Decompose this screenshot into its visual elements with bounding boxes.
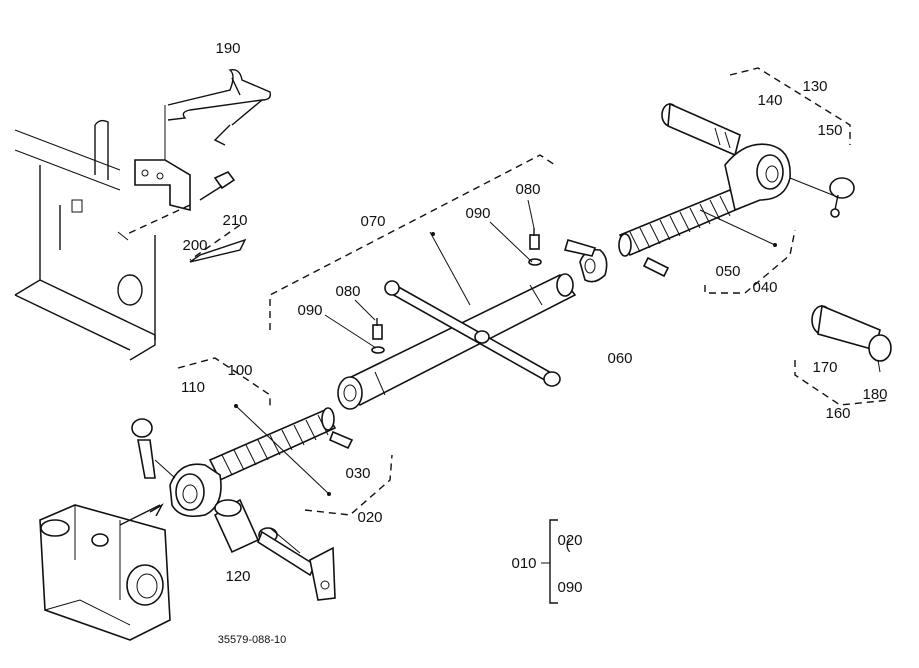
bracket-200 — [134, 105, 191, 212]
pin-050 — [642, 256, 670, 278]
turnbuckle-body-070 — [337, 273, 577, 410]
label-060: 060 — [607, 350, 632, 367]
key-bracket: ( — [541, 519, 571, 604]
group-020-bracket — [304, 454, 393, 516]
label-110: 110 — [181, 379, 205, 396]
label-070: 070 — [360, 213, 385, 230]
group-040-bracket — [704, 229, 796, 294]
group-160-bracket — [794, 360, 891, 406]
label-130: 130 — [802, 78, 827, 95]
label-080-upper: 080 — [515, 181, 540, 198]
lower-link-housing — [39, 503, 171, 641]
lift-rod-end-020 — [169, 407, 337, 518]
key-label-090: 090 — [557, 579, 582, 596]
label-090-lower: 090 — [297, 302, 322, 319]
label-080-lower: 080 — [335, 283, 360, 300]
tractor-frame-drawing — [14, 119, 156, 361]
snap-pin-110 — [131, 418, 176, 479]
grease-nipple-080-lower — [371, 318, 385, 354]
label-150: 150 — [817, 122, 842, 139]
label-160: 160 — [825, 405, 850, 422]
bolt-210 — [199, 171, 236, 201]
drawing-number: 35579-088-10 — [218, 634, 287, 646]
label-090-upper: 090 — [465, 205, 490, 222]
label-140: 140 — [757, 92, 782, 109]
key-label-020: 020 — [557, 532, 582, 549]
label-040: 040 — [752, 279, 777, 296]
snap-pin-150 — [789, 177, 855, 218]
group-130-bracket — [729, 67, 851, 145]
pin-140 — [661, 102, 741, 157]
pin-170 — [811, 304, 881, 351]
spring-clip-190 — [167, 69, 272, 146]
key-label-010: 010 — [511, 555, 536, 572]
lock-nut-060 — [563, 239, 608, 283]
label-200: 200 — [182, 237, 207, 254]
grease-nipple-080-upper — [528, 228, 542, 266]
group-070-bracket — [269, 154, 556, 330]
label-120: 120 — [225, 568, 250, 585]
lift-rod-end-040 — [618, 143, 791, 257]
collar-120 — [213, 498, 260, 554]
label-020: 020 — [357, 509, 382, 526]
label-190: 190 — [215, 40, 240, 57]
pin-030 — [328, 430, 354, 450]
label-210: 210 — [222, 212, 247, 229]
snap-pin-180 — [868, 334, 892, 373]
label-170: 170 — [812, 359, 837, 376]
group-100-bracket — [177, 357, 271, 410]
lift-pin-100 — [257, 527, 336, 601]
label-050: 050 — [715, 263, 740, 280]
label-180: 180 — [862, 386, 887, 403]
label-100: 100 — [227, 362, 252, 379]
label-030: 030 — [345, 465, 370, 482]
svg-text:(: ( — [566, 536, 571, 553]
